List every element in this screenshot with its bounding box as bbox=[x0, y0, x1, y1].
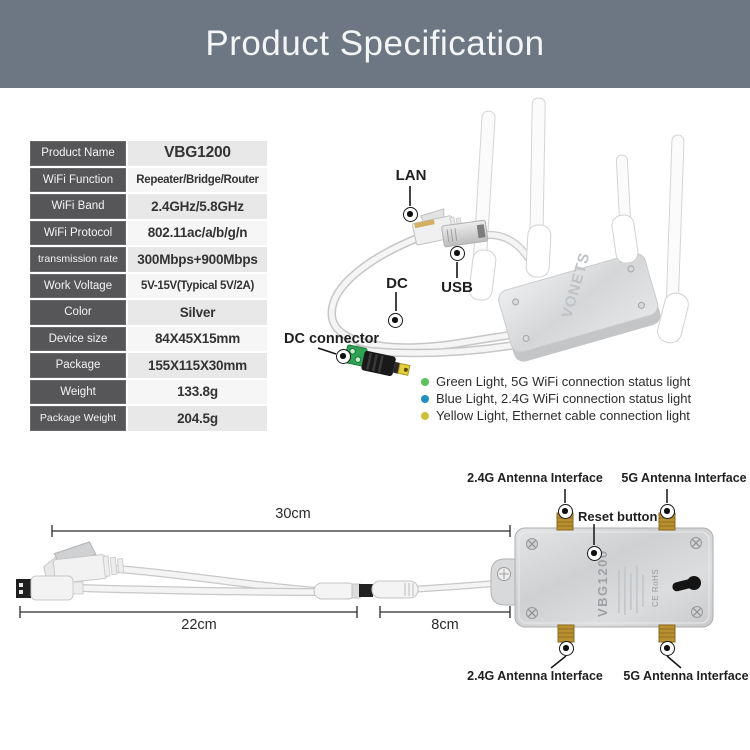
antenna-5g-bottom-label: 5G Antenna Interface bbox=[623, 669, 749, 683]
dimension-22cm-label: 22cm bbox=[181, 617, 217, 633]
spec-label: Color bbox=[30, 300, 126, 325]
usb-plug-icon bbox=[16, 575, 84, 601]
dimension-diagram: VBG1200 CE RoHS bbox=[0, 455, 750, 700]
antenna-24g-top-label: 2.4G Antenna Interface bbox=[467, 471, 603, 485]
spec-value: VBG1200 bbox=[128, 141, 267, 166]
lan-label: LAN bbox=[395, 167, 427, 184]
blue-light-dot-icon bbox=[421, 394, 429, 403]
legend-text: Yellow Light, Ethernet cable connection … bbox=[436, 408, 690, 423]
device-back-icon: VBG1200 CE RoHS bbox=[490, 506, 714, 649]
table-row: Color Silver bbox=[30, 300, 267, 325]
lan-marker-icon bbox=[402, 206, 418, 222]
antenna-24g-top-marker-icon bbox=[557, 503, 573, 519]
device-cert-marks: CE RoHS bbox=[651, 569, 660, 607]
dimension-30cm-label: 30cm bbox=[275, 506, 311, 522]
title-bar: Product Specification bbox=[0, 0, 750, 88]
antenna-hinge-icon bbox=[468, 214, 689, 344]
spec-value: Silver bbox=[128, 300, 267, 325]
table-row: WiFi Protocol 802.11ac/a/b/g/n bbox=[30, 220, 267, 245]
spec-label: Product Name bbox=[30, 141, 126, 166]
spec-label: Package bbox=[30, 353, 126, 378]
product-photo: VONETS bbox=[280, 95, 750, 385]
dc-marker-icon bbox=[387, 312, 403, 328]
spec-value: 155X115X30mm bbox=[128, 353, 267, 378]
antenna-24g-bottom-label: 2.4G Antenna Interface bbox=[467, 669, 603, 683]
spec-label: WiFi Band bbox=[30, 194, 126, 219]
yellow-light-dot-icon bbox=[421, 411, 429, 420]
reset-button-label: Reset button bbox=[578, 509, 658, 524]
list-item: Blue Light, 2.4G WiFi connection status … bbox=[421, 390, 691, 407]
antenna-5g-top-label: 5G Antenna Interface bbox=[621, 471, 747, 485]
power-switch-icon bbox=[672, 576, 701, 592]
spec-value: Repeater/Bridge/Router bbox=[128, 167, 267, 192]
spec-value: 300Mbps+900Mbps bbox=[128, 247, 267, 272]
spec-value: 84X45X15mm bbox=[128, 326, 267, 351]
spec-label: WiFi Protocol bbox=[30, 220, 126, 245]
spec-label: Package Weight bbox=[30, 406, 126, 431]
page-title: Product Specification bbox=[205, 24, 545, 63]
antenna-5g-top-marker-icon bbox=[659, 503, 675, 519]
green-light-dot-icon bbox=[421, 377, 429, 386]
antenna-24g-bottom-marker-icon bbox=[558, 640, 574, 656]
legend-text: Blue Light, 2.4G WiFi connection status … bbox=[436, 391, 692, 406]
usb-adapter-icon bbox=[441, 219, 489, 248]
spec-label: Device size bbox=[30, 326, 126, 351]
dc-plug-icon bbox=[343, 344, 411, 377]
device-fine-print-lines bbox=[618, 565, 644, 615]
spec-value: 204.5g bbox=[128, 406, 267, 431]
spec-value: 5V-15V(Typical 5V/2A) bbox=[128, 273, 267, 298]
device-back-illustration: VBG1200 CE RoHS bbox=[16, 489, 714, 669]
dc-connector-marker-icon bbox=[335, 348, 351, 364]
spec-value: 2.4GHz/5.8GHz bbox=[128, 194, 267, 219]
reset-button-marker-icon bbox=[586, 545, 602, 561]
list-item: Yellow Light, Ethernet cable connection … bbox=[421, 407, 691, 424]
table-row: Work Voltage 5V-15V(Typical 5V/2A) bbox=[30, 273, 267, 298]
table-row: Weight 133.8g bbox=[30, 379, 267, 404]
dimension-8cm-label: 8cm bbox=[431, 617, 459, 633]
leader-line bbox=[550, 489, 682, 669]
dc-connector-label: DC connector bbox=[284, 331, 380, 347]
router-body-icon: VONETS bbox=[498, 250, 661, 362]
table-row: WiFi Function Repeater/Bridge/Router bbox=[30, 167, 267, 192]
spec-value: 133.8g bbox=[128, 379, 267, 404]
cable bbox=[76, 565, 506, 596]
router-photo-illustration: VONETS bbox=[317, 97, 689, 377]
dc-label: DC bbox=[386, 275, 408, 292]
table-row: WiFi Band 2.4GHz/5.8GHz bbox=[30, 194, 267, 219]
dc-joint-icon bbox=[313, 580, 419, 600]
spec-value: 802.11ac/a/b/g/n bbox=[128, 220, 267, 245]
spec-label: Weight bbox=[30, 379, 126, 404]
spec-table: Product Name VBG1200 WiFi Function Repea… bbox=[30, 141, 267, 433]
table-row: Product Name VBG1200 bbox=[30, 141, 267, 166]
leader-line bbox=[317, 186, 458, 355]
legend-text: Green Light, 5G WiFi connection status l… bbox=[436, 374, 691, 389]
antenna-5g-bottom-marker-icon bbox=[659, 640, 675, 656]
usb-marker-icon bbox=[449, 245, 465, 261]
table-row: transmission rate 300Mbps+900Mbps bbox=[30, 247, 267, 272]
status-light-legend: Green Light, 5G WiFi connection status l… bbox=[421, 373, 691, 424]
table-row: Package 155X115X30mm bbox=[30, 353, 267, 378]
spec-label: WiFi Function bbox=[30, 167, 126, 192]
list-item: Green Light, 5G WiFi connection status l… bbox=[421, 373, 691, 390]
spec-label: transmission rate bbox=[30, 247, 126, 272]
table-row: Device size 84X45X15mm bbox=[30, 326, 267, 351]
dimension-line bbox=[19, 525, 511, 618]
usb-label: USB bbox=[441, 279, 473, 296]
spec-label: Work Voltage bbox=[30, 273, 126, 298]
device-model-print: VBG1200 bbox=[595, 549, 610, 617]
table-row: Package Weight 204.5g bbox=[30, 406, 267, 431]
